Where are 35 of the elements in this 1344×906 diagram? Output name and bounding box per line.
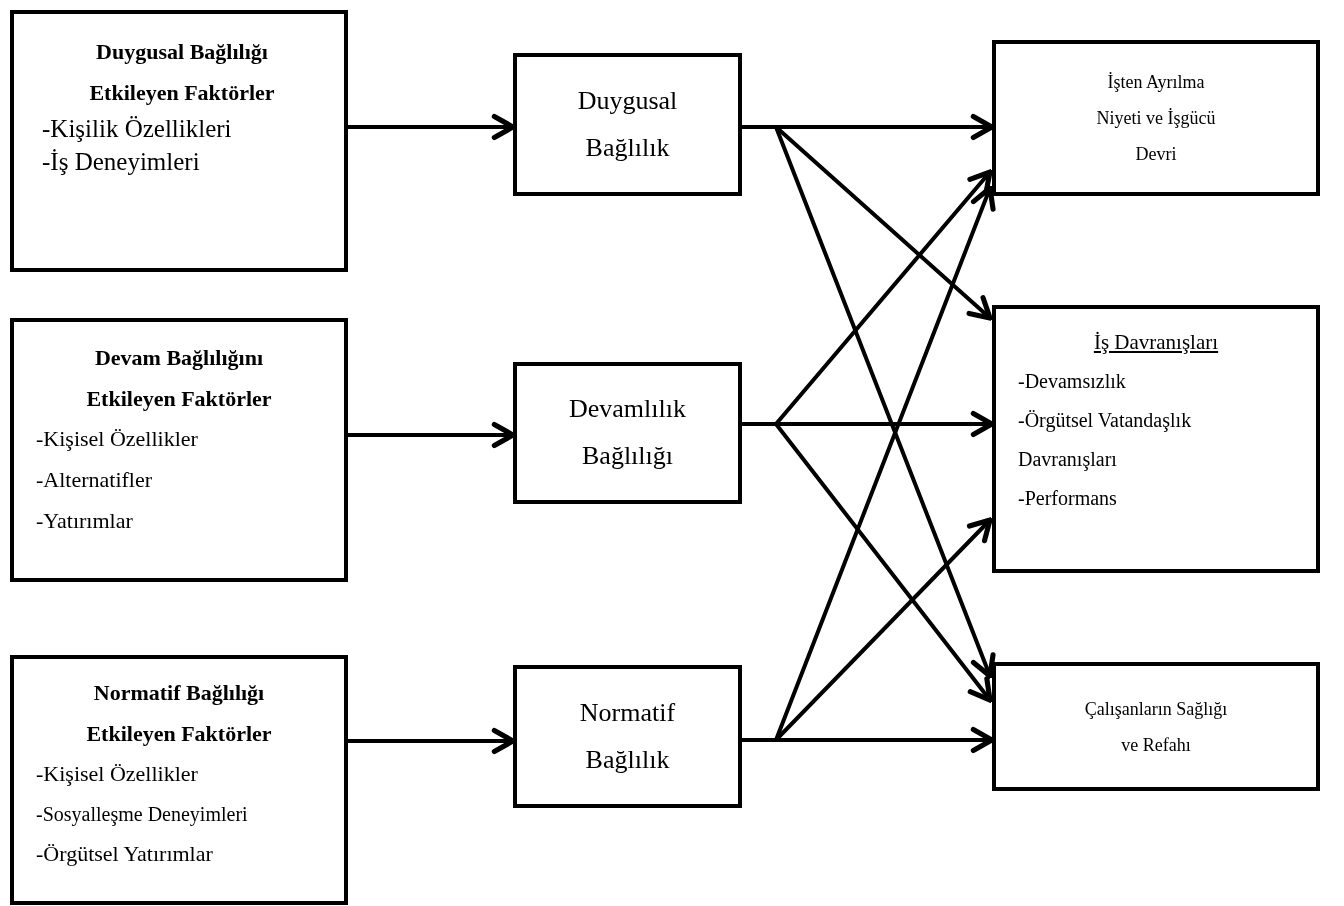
list-item: -Yatırımlar [36, 506, 134, 535]
text-box [10, 10, 348, 272]
box-heading: Devam Bağlılığını Etkileyen Faktörler [85, 344, 273, 413]
list-item: -Örgütsel Vatandaşlık Davranışları [1018, 407, 1193, 473]
box-label: Devamlılık Bağlılığı [568, 393, 687, 472]
box-label: İşten Ayrılma Niyeti ve İşgücü Devri [1095, 71, 1217, 166]
text-box [992, 305, 1320, 573]
box-label: Çalışanların Sağlığı ve Refahı [1083, 697, 1229, 757]
list-item: -Kişilik Özellikleri [42, 114, 233, 145]
text-box [10, 655, 348, 905]
box-label: Normatif Bağlılık [578, 696, 677, 776]
list-item: -Devamsızlık [1018, 368, 1127, 394]
box-heading: İş Davranışları [1093, 329, 1219, 356]
arrow [348, 727, 516, 755]
text-box [992, 40, 1320, 196]
list-item: -İş Deneyimleri [42, 146, 201, 177]
arrow [742, 726, 995, 754]
list-item: -Örgütsel Yatırımlar [36, 840, 214, 869]
text-box [513, 665, 742, 808]
list-item: -Alternatifler [36, 466, 154, 495]
arrow [348, 421, 516, 449]
text-box [10, 318, 348, 582]
arrow [742, 422, 993, 703]
list-item: -Performans [1018, 485, 1118, 511]
box-heading: Normatif Bağlılığı Etkileyen Faktörler [85, 679, 273, 748]
box-label: Duygusal Bağlılık [576, 84, 679, 164]
list-item: -Kişisel Özellikler [36, 760, 199, 789]
list-item: -Kişisel Özellikler [36, 425, 199, 454]
arrow [348, 113, 516, 141]
text-box [992, 662, 1320, 791]
text-box [513, 362, 742, 504]
box-heading: Duygusal Bağlılığı Etkileyen Faktörler [88, 38, 276, 107]
arrow [742, 125, 996, 679]
text-box [513, 53, 742, 196]
list-item: -Sosyalleşme Deneyimleri [36, 802, 249, 828]
